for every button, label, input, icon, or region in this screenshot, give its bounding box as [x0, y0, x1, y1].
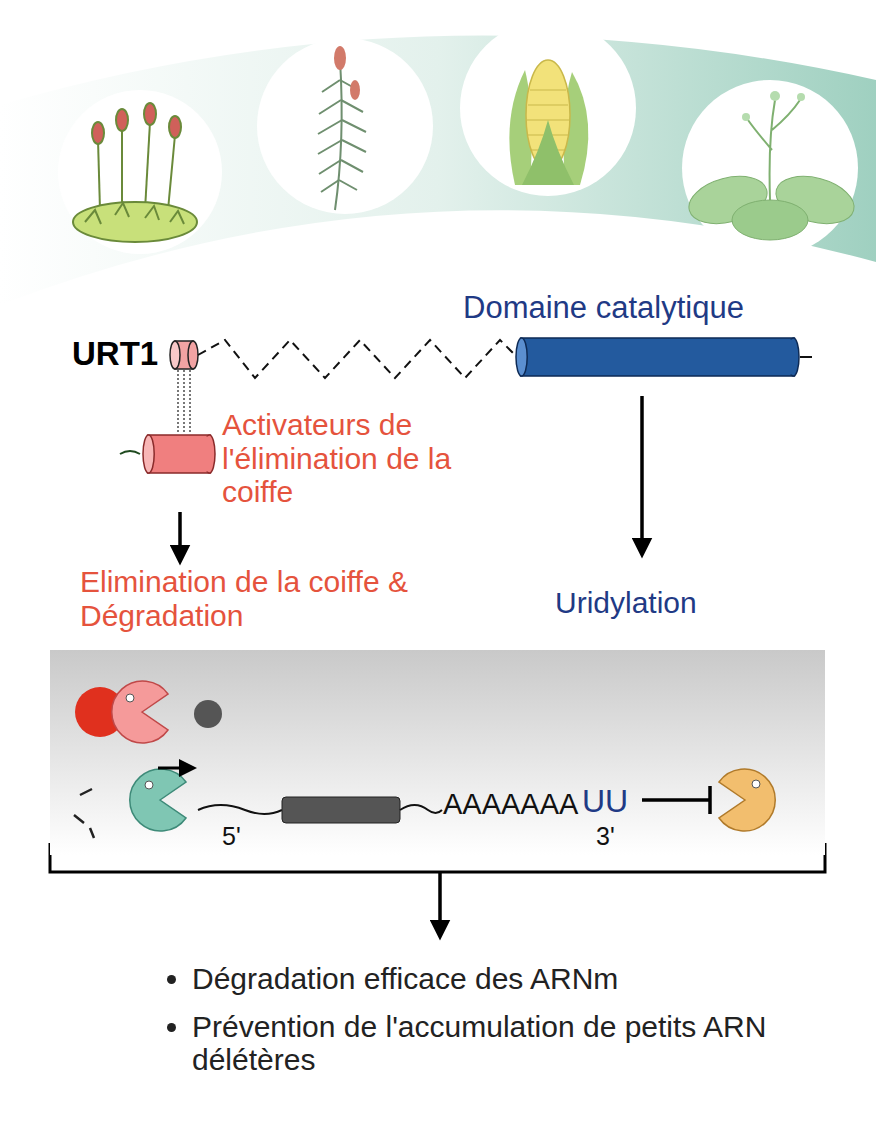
- pacman-eye: [752, 780, 760, 788]
- decapping-enzyme: [112, 681, 168, 743]
- pathway-label: Uridylation: [555, 586, 697, 620]
- mrna-3utr: [400, 805, 442, 813]
- conifer-icon: [318, 46, 366, 210]
- arrow-down: [640, 396, 644, 548]
- node-text: Activateurs de l'élimination de la coiff…: [222, 408, 467, 509]
- panel-ground: [50, 650, 825, 855]
- catalytic-domain: Domaine catalytique: [515, 337, 800, 377]
- mrna-decay-panel: AAAAAAAUU 5' 3': [50, 650, 825, 855]
- cylinder-body: [148, 435, 211, 473]
- node-text: 5': [222, 822, 241, 850]
- cylinder-fill: [148, 437, 210, 472]
- plant-circles: [58, 20, 858, 256]
- c-terminus: [800, 356, 812, 358]
- pathway-label: Elimination de la coiffe & Dégradation: [80, 565, 460, 632]
- cylinder-body: [521, 338, 795, 376]
- pacman-eye: [145, 781, 153, 789]
- node-text: UU: [582, 784, 628, 820]
- outcome-item: Prévention de l'accumulation de petits A…: [192, 1010, 812, 1077]
- coding-region: [282, 797, 400, 823]
- catalytic-domain-shape: [515, 337, 800, 377]
- direction-arrow: [158, 767, 188, 770]
- xrn-exonuclease: [130, 769, 186, 831]
- rna-strand: [120, 451, 140, 454]
- pacman-eye: [126, 694, 134, 702]
- corn-icon: [509, 60, 588, 185]
- protein-name: URT1: [72, 336, 158, 373]
- node-text: AAAAAAA: [443, 788, 578, 820]
- decapping-activator-shape: [142, 434, 216, 474]
- fragments: [74, 789, 94, 838]
- arrow-down: [438, 872, 442, 930]
- decapping-activator: Activateurs de l'élimination de la coiff…: [142, 434, 216, 474]
- mrna-decay-panel-shape: [50, 650, 825, 855]
- arabidopsis-icon: [684, 91, 860, 240]
- cylinder-face: [516, 338, 527, 376]
- node-text: 3': [596, 822, 615, 850]
- urt1-n-terminus: [170, 341, 198, 369]
- moss-icon: [73, 103, 197, 242]
- linker-region: [198, 340, 515, 378]
- outcome-item: Dégradation efficace des ARNm: [192, 962, 812, 996]
- node-text: Domaine catalytique: [463, 291, 863, 326]
- cylinder-fill: [521, 340, 794, 375]
- outcome-list: Dégradation efficace des ARNmPrévention …: [150, 962, 812, 1091]
- cylinder-face: [143, 435, 154, 473]
- inhibition-bar: [642, 786, 710, 814]
- cap: [194, 700, 222, 728]
- 3-exonuclease: [719, 769, 775, 831]
- interaction-bars: [178, 370, 190, 434]
- mrna-5utr: [198, 805, 282, 814]
- arrow-down: [178, 512, 182, 555]
- evolution-band: [0, 36, 876, 305]
